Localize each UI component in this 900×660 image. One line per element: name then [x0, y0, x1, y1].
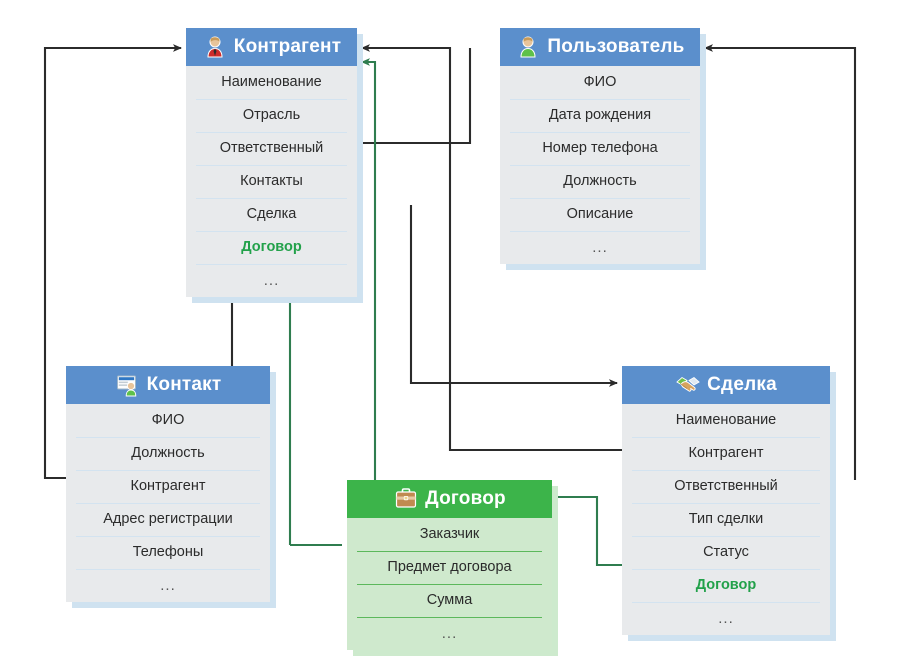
entity-kontakt[interactable]: Контакт ФИО Должность Контрагент Адрес р… [66, 366, 276, 608]
field-list: Заказчик Предмет договора Сумма ... [347, 518, 552, 650]
field-row[interactable]: Ответственный [186, 132, 357, 165]
field-row[interactable]: Ответственный [622, 470, 830, 503]
field-row-link[interactable]: Договор [622, 569, 830, 602]
field-row[interactable]: Заказчик [419, 526, 480, 542]
field-row[interactable]: Отрасль [186, 99, 357, 132]
field-row[interactable]: Наименование [221, 74, 322, 90]
field-row[interactable]: Тип сделки [622, 503, 830, 536]
field-row-ellipsis[interactable]: ... [500, 231, 700, 264]
field-row[interactable]: Наименование [675, 412, 777, 428]
person-red-tie-icon [202, 34, 228, 60]
person-green-shirt-icon [515, 34, 541, 60]
entity-header-dogovor[interactable]: Договор [347, 480, 552, 518]
entity-title: Контрагент [233, 36, 342, 57]
field-row[interactable]: Статус [622, 536, 830, 569]
entity-dogovor[interactable]: Договор Заказчик Предмет договора Сумма … [347, 480, 558, 656]
field-list: Наименование Контрагент Ответственный Ти… [622, 404, 830, 635]
entity-header-polzovatel[interactable]: Пользователь [500, 28, 700, 66]
relation-polzovatel-to-kontragent-otvetstvennyy [352, 48, 472, 147]
entity-sdelka[interactable]: Сделка Наименование Контрагент Ответстве… [622, 366, 836, 641]
field-row-link[interactable]: Договор [186, 231, 357, 264]
field-row[interactable]: ФИО [151, 412, 185, 428]
field-row[interactable]: Сделка [186, 198, 357, 231]
field-row[interactable]: Контрагент [622, 437, 830, 470]
entity-kontragent[interactable]: Контрагент Наименование Отрасль Ответств… [186, 28, 363, 303]
entity-title: Договор [425, 488, 506, 509]
field-row[interactable]: Контрагент [66, 470, 270, 503]
relation-dogovor-zakazchik-to-kontragent [361, 58, 377, 545]
field-row[interactable]: Должность [66, 437, 270, 470]
field-row-ellipsis[interactable]: ... [622, 602, 830, 635]
briefcase-icon [393, 486, 419, 512]
field-row[interactable]: Предмет договора [347, 551, 552, 584]
field-list: ФИО Дата рождения Номер телефона Должнос… [500, 66, 700, 264]
entity-title: Контакт [146, 374, 222, 395]
field-row[interactable]: Телефоны [66, 536, 270, 569]
field-row[interactable]: Описание [500, 198, 700, 231]
field-row[interactable]: ФИО [583, 74, 617, 90]
contact-card-icon [115, 372, 141, 398]
entity-polzovatel[interactable]: Пользователь ФИО Дата рождения Номер тел… [500, 28, 706, 270]
field-row[interactable]: Должность [500, 165, 700, 198]
field-row-ellipsis[interactable]: ... [186, 264, 357, 297]
field-list: Наименование Отрасль Ответственный Конта… [186, 66, 357, 297]
entity-header-kontragent[interactable]: Контрагент [186, 28, 357, 66]
entity-title: Пользователь [547, 36, 685, 57]
field-row[interactable]: Номер телефона [500, 132, 700, 165]
entity-header-kontakt[interactable]: Контакт [66, 366, 270, 404]
field-row[interactable]: Сумма [347, 584, 552, 617]
handshake-icon [675, 372, 701, 398]
entity-title: Сделка [707, 374, 777, 395]
field-row[interactable]: Контакты [186, 165, 357, 198]
entity-header-sdelka[interactable]: Сделка [622, 366, 830, 404]
field-row[interactable]: Адрес регистрации [66, 503, 270, 536]
field-list: ФИО Должность Контрагент Адрес регистрац… [66, 404, 270, 602]
field-row[interactable]: Дата рождения [500, 99, 700, 132]
field-row-ellipsis[interactable]: ... [347, 617, 552, 650]
field-row-ellipsis[interactable]: ... [66, 569, 270, 602]
